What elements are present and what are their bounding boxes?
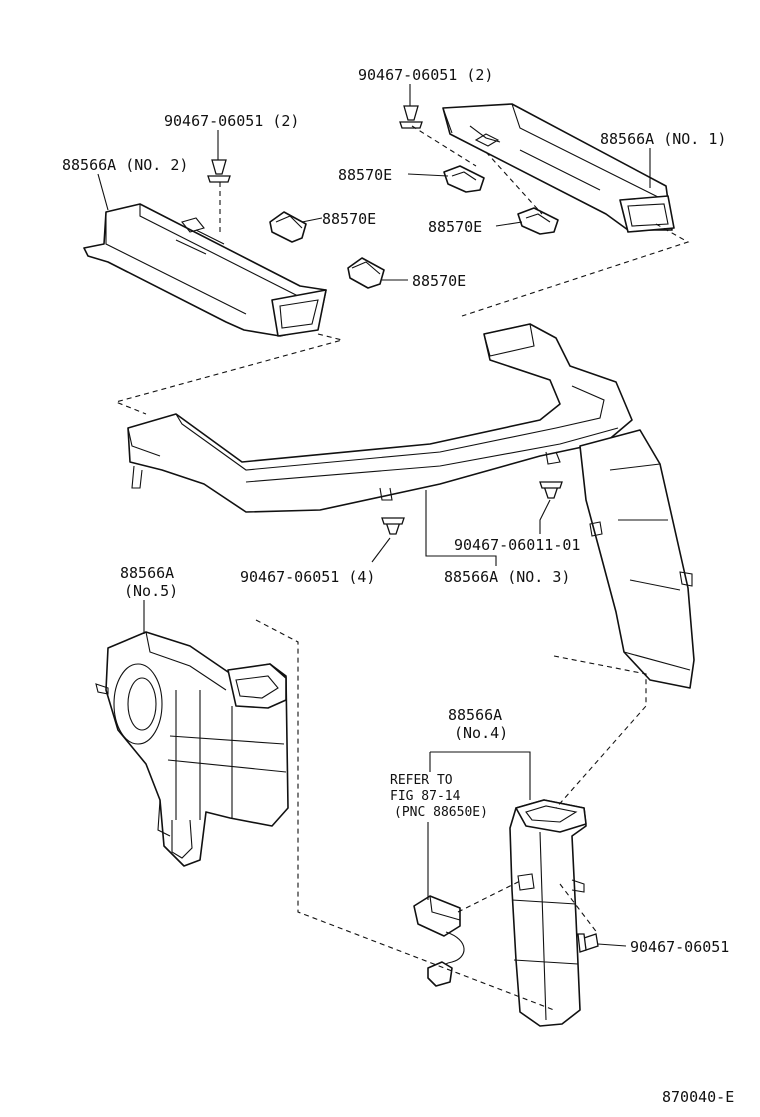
label-refer-line2: FIG 87-14 bbox=[390, 789, 461, 804]
label-refer-line3: (PNC 88650E) bbox=[394, 805, 488, 820]
clip-icons bbox=[207, 105, 599, 953]
label-grommet-c: 88570E bbox=[428, 218, 482, 236]
part-labels: 90467-06051 (2) 90467-06051 (2) 88566A (… bbox=[62, 66, 734, 1106]
label-duct-no4-code: 88566A bbox=[448, 706, 502, 724]
label-grommet-d: 88570E bbox=[412, 272, 466, 290]
label-clip-bottom-right: 90467-06011-01 bbox=[454, 536, 580, 554]
grommet-parts bbox=[269, 165, 559, 289]
label-duct-no4-num: (No.4) bbox=[454, 724, 508, 742]
label-grommet-b: 88570E bbox=[322, 210, 376, 228]
label-duct-no1: 88566A (NO. 1) bbox=[600, 130, 726, 148]
leader-lines bbox=[97, 84, 651, 947]
label-duct-no5-num: (No.5) bbox=[124, 582, 178, 600]
duct-no2 bbox=[83, 203, 327, 337]
duct-no5-assembly bbox=[95, 631, 289, 867]
label-grommet-a: 88570E bbox=[338, 166, 392, 184]
label-clip-single: 90467-06051 bbox=[630, 938, 729, 956]
label-refer-line1: REFER TO bbox=[390, 773, 453, 788]
duct-no1 bbox=[442, 103, 675, 233]
label-duct-no2: 88566A (NO. 2) bbox=[62, 156, 188, 174]
duct-no4 bbox=[509, 799, 587, 1027]
assembly-dashed-lines bbox=[114, 125, 690, 1011]
figure-id: 870040-E bbox=[662, 1088, 734, 1106]
label-clip-left: 90467-06051 (2) bbox=[164, 112, 299, 130]
label-duct-no5-code: 88566A bbox=[120, 564, 174, 582]
label-duct-no3: 88566A (NO. 3) bbox=[444, 568, 570, 586]
label-clip-bottom-left: 90467-06051 (4) bbox=[240, 568, 375, 586]
sensor-part bbox=[413, 895, 465, 987]
duct-no3 bbox=[127, 323, 695, 689]
label-clip-top: 90467-06051 (2) bbox=[358, 66, 493, 84]
